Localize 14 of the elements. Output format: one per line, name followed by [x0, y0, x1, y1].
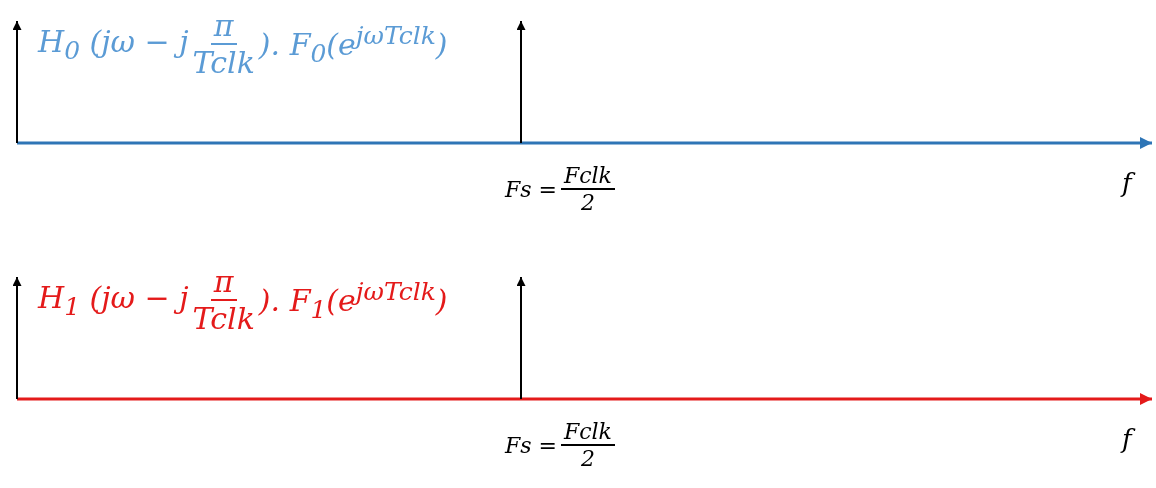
fraction-numerator: π	[210, 8, 237, 45]
fraction-numerator: Fclk	[561, 419, 615, 446]
fraction-numerator: π	[210, 264, 237, 301]
formula-text: ). F$_{0}$(e$^{jωTclk}$)	[258, 20, 448, 68]
formula-text: H$_{1}$ (jω − j	[38, 279, 189, 321]
fraction-denominator: Tclk	[192, 45, 255, 80]
frequency-label: Fs =	[505, 432, 557, 458]
fraction-denominator: 2	[580, 190, 595, 215]
fraction-denominator: Tclk	[192, 301, 255, 336]
fraction-denominator: 2	[580, 446, 595, 471]
fraction-numerator: Fclk	[561, 163, 615, 190]
formula-text: H$_{0}$ (jω − j	[38, 23, 189, 65]
formula-text: ). F$_{1}$(e$^{jωTclk}$)	[258, 276, 448, 324]
frequency-label: Fs =	[505, 176, 557, 202]
